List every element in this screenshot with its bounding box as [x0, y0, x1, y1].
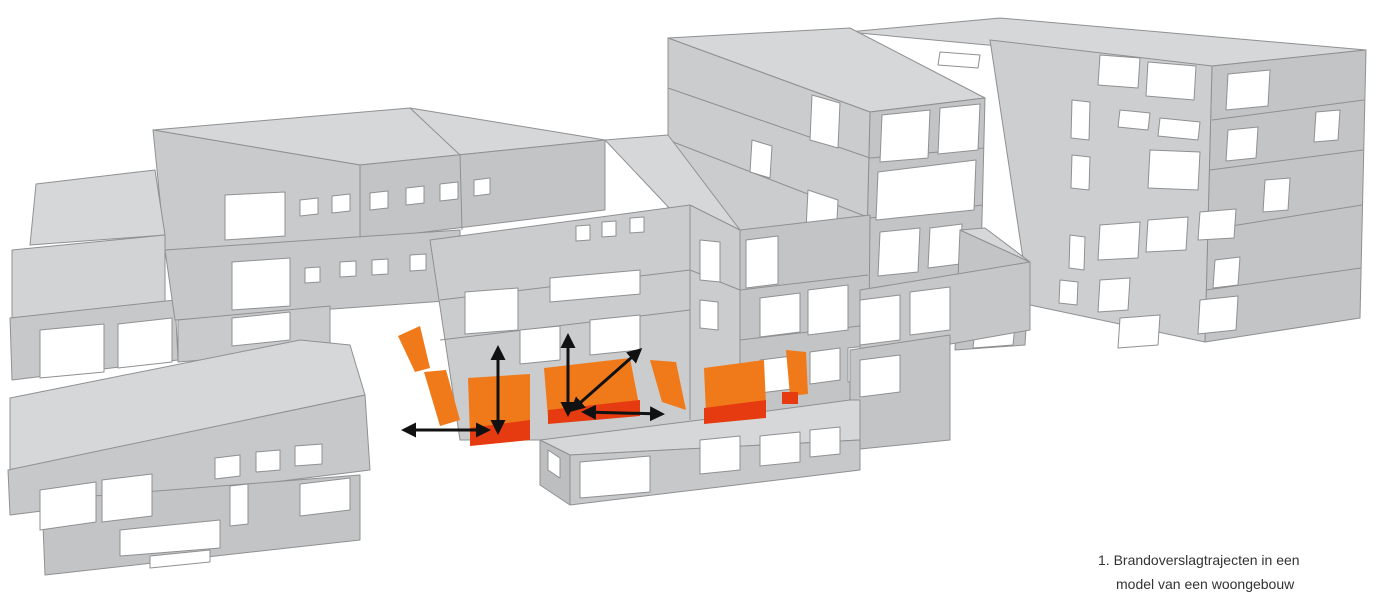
double-headed-arrow-icon: [584, 412, 662, 414]
caption-line-1: 1. Brandoverslagtrajecten in een: [1098, 548, 1376, 572]
caption-line-2: model van een woongebouw: [1098, 572, 1376, 592]
figure-caption: 1. Brandoverslagtrajecten in een model v…: [1098, 548, 1376, 592]
fire-zone: [782, 392, 798, 404]
far-left-block: [10, 170, 178, 380]
fire-zone: [398, 326, 430, 372]
right-lower-block: [850, 262, 1030, 450]
